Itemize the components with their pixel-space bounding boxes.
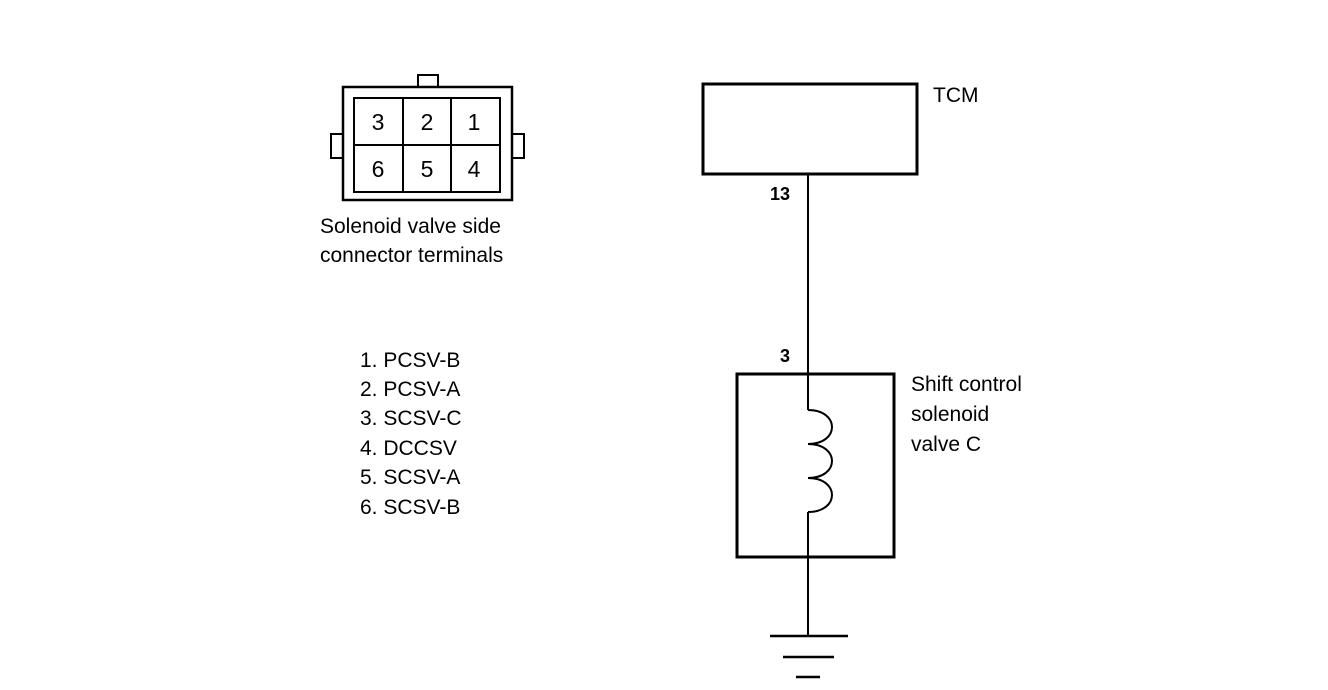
solenoid-label-line1: Shift control	[911, 373, 1022, 396]
ground-symbol-icon	[770, 634, 848, 679]
solenoid-pin-number: 3	[780, 346, 790, 366]
pin-number: 3	[372, 109, 385, 135]
solenoid-label-line2: solenoid	[911, 403, 989, 426]
terminal-list-item: 2. PCSV-A	[360, 378, 460, 401]
tcm-module-box	[701, 82, 919, 176]
connector-caption-line2: connector terminals	[320, 244, 503, 267]
solenoid-label-line3: valve C	[911, 433, 981, 456]
pin-number: 2	[421, 109, 434, 135]
terminal-list: 1. PCSV-B 2. PCSV-A 3. SCSV-C 4. DCCSV 5…	[360, 349, 462, 519]
solenoid-valve-box	[735, 372, 896, 559]
pin-number: 4	[468, 156, 481, 182]
terminal-list-item: 6. SCSV-B	[360, 496, 460, 519]
pin-number: 5	[421, 156, 434, 182]
pin-number: 6	[372, 156, 385, 182]
connector-drawing: 3 2 1 6 5 4	[330, 74, 525, 202]
terminal-list-item: 5. SCSV-A	[360, 466, 460, 489]
connector-housing	[341, 85, 514, 202]
connector-latch-tab	[417, 74, 439, 88]
tcm-label: TCM	[933, 84, 979, 107]
connector-caption-line1: Solenoid valve side	[320, 215, 501, 238]
connector-left-ear	[330, 133, 344, 159]
terminal-list-item: 1. PCSV-B	[360, 349, 460, 372]
connector-right-ear	[511, 133, 525, 159]
terminal-list-item: 4. DCCSV	[360, 437, 457, 460]
coil-icon	[807, 374, 833, 557]
pin-number: 1	[468, 109, 481, 135]
tcm-pin-number: 13	[770, 184, 790, 204]
terminal-list-item: 3. SCSV-C	[360, 407, 462, 430]
